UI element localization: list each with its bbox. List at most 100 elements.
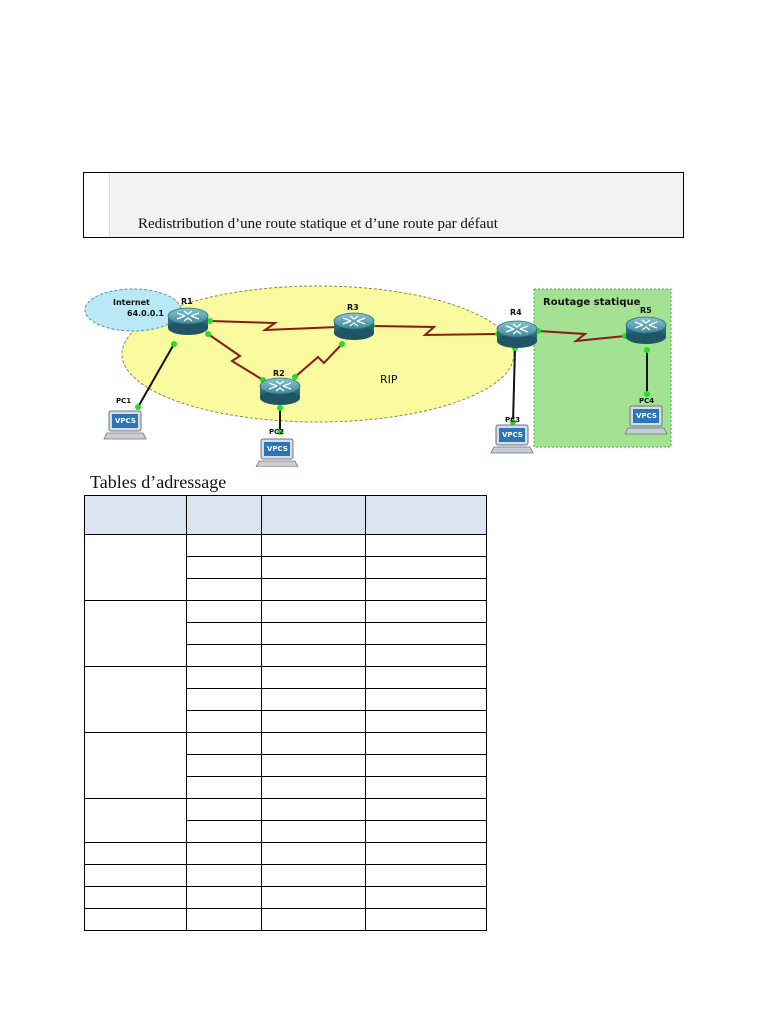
table-row [84, 886, 487, 909]
link-r3-r4 [371, 325, 499, 337]
router-r5-label: R5 [640, 306, 652, 315]
table-cell [261, 534, 366, 557]
router-r2-icon[interactable] [259, 377, 301, 406]
table-row [84, 732, 487, 799]
device-cell [84, 864, 187, 887]
table-cell [186, 864, 262, 887]
table-cell [365, 578, 487, 601]
pc1-label: PC1 [116, 397, 131, 405]
table-cell [186, 820, 262, 843]
table-cell [261, 644, 366, 667]
table-header-row [84, 495, 487, 535]
router-r5-icon[interactable] [625, 316, 667, 345]
table-row [84, 798, 487, 843]
router-r4-label: R4 [510, 308, 522, 317]
table-cell [186, 556, 262, 579]
table-cell [365, 644, 487, 667]
pc3-icon[interactable] [490, 424, 534, 454]
table-cell [261, 908, 366, 931]
table-cell [186, 754, 262, 777]
router-r3-icon[interactable] [333, 312, 375, 341]
column-header [84, 495, 187, 535]
device-cell [84, 842, 187, 865]
table-cell [261, 886, 366, 909]
table-cell [261, 732, 366, 755]
table-cell [186, 622, 262, 645]
table-cell [261, 556, 366, 579]
pc1-icon[interactable] [103, 410, 147, 440]
router-r3-label: R3 [347, 303, 359, 312]
table-cell [186, 578, 262, 601]
table-row [84, 842, 487, 865]
table-cell [186, 908, 262, 931]
table-cell [186, 688, 262, 711]
table-row [84, 534, 487, 601]
table-cell [186, 798, 262, 821]
pc3-screen-label: VPCS [502, 431, 523, 439]
pc3-label: PC3 [505, 416, 520, 424]
table-cell [186, 644, 262, 667]
table-cell [365, 886, 487, 909]
addressing-table [84, 495, 487, 931]
table-cell [186, 600, 262, 623]
table-cell [261, 600, 366, 623]
table-row [85, 556, 487, 579]
router-r1-label: R1 [181, 297, 193, 306]
column-header [365, 495, 487, 535]
table-cell [365, 864, 487, 887]
table-row [84, 908, 487, 931]
table-cell [261, 820, 366, 843]
pc4-screen-label: VPCS [636, 412, 657, 420]
table-cell [261, 842, 366, 865]
table-cell [365, 732, 487, 755]
device-cell [84, 798, 187, 843]
link-r2-r3 [294, 343, 343, 378]
table-cell [186, 666, 262, 689]
table-cell [261, 710, 366, 733]
pc4-icon[interactable] [624, 405, 668, 435]
device-cell [84, 908, 187, 931]
router-r2-label: R2 [273, 369, 285, 378]
pc1-screen-label: VPCS [115, 417, 136, 425]
table-cell [365, 798, 487, 821]
table-cell [186, 710, 262, 733]
table-row [84, 600, 487, 667]
device-cell [84, 732, 187, 799]
table-cell [261, 776, 366, 799]
addressing-table-title: Tables d’adressage [90, 472, 227, 492]
table-row [85, 820, 487, 843]
device-cell [84, 886, 187, 909]
link-r4-r5 [537, 330, 626, 343]
table-cell [186, 842, 262, 865]
link-r4-pc3 [512, 347, 516, 423]
pc2-label: PC2 [269, 428, 284, 436]
table-row [85, 578, 487, 601]
table-cell [365, 556, 487, 579]
internet-label: Internet [113, 298, 150, 307]
column-header [186, 495, 262, 535]
column-header [261, 495, 366, 535]
table-cell [365, 776, 487, 799]
device-cell [84, 600, 187, 667]
table-cell [261, 688, 366, 711]
router-r1-icon[interactable] [167, 307, 209, 336]
table-cell [186, 534, 262, 557]
static-zone-label: Routage statique [543, 297, 641, 308]
router-r4-icon[interactable] [496, 320, 538, 349]
internet-address-label: 64.0.0.1 [127, 309, 164, 318]
table-cell [261, 578, 366, 601]
link-r1-r3 [209, 320, 339, 332]
rip-label: RIP [380, 373, 398, 386]
table-cell [365, 622, 487, 645]
table-cell [365, 820, 487, 843]
table-row [84, 666, 487, 733]
device-cell [84, 534, 187, 601]
table-cell [261, 622, 366, 645]
table-cell [186, 886, 262, 909]
link-r1-pc1 [137, 343, 175, 408]
table-cell [261, 864, 366, 887]
pc2-screen-label: VPCS [267, 445, 288, 453]
table-cell [186, 776, 262, 799]
table-cell [261, 754, 366, 777]
pc2-icon[interactable] [255, 438, 299, 467]
